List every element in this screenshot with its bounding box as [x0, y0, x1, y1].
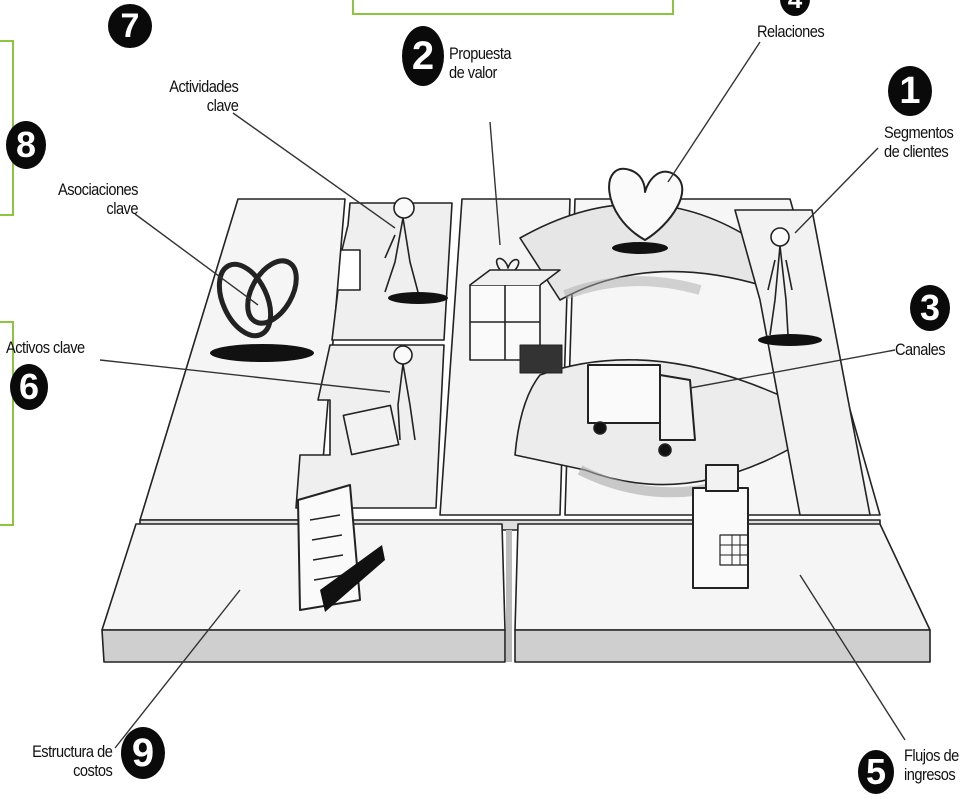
badge-number-1: 1	[888, 66, 932, 116]
badge-number-2: 2	[402, 26, 444, 86]
badge-number-3: 3	[910, 285, 950, 331]
label-relaciones: Relaciones	[757, 22, 824, 41]
badge-number-8: 8	[6, 121, 46, 169]
badge-number-5: 5	[858, 750, 894, 794]
label-canales: Canales	[895, 340, 945, 359]
badge-number-7: 7	[108, 4, 152, 48]
badge-number-6: 6	[10, 364, 48, 410]
label-activos-clave: Activos clave	[6, 338, 85, 357]
badge-number-9: 9	[121, 727, 165, 779]
